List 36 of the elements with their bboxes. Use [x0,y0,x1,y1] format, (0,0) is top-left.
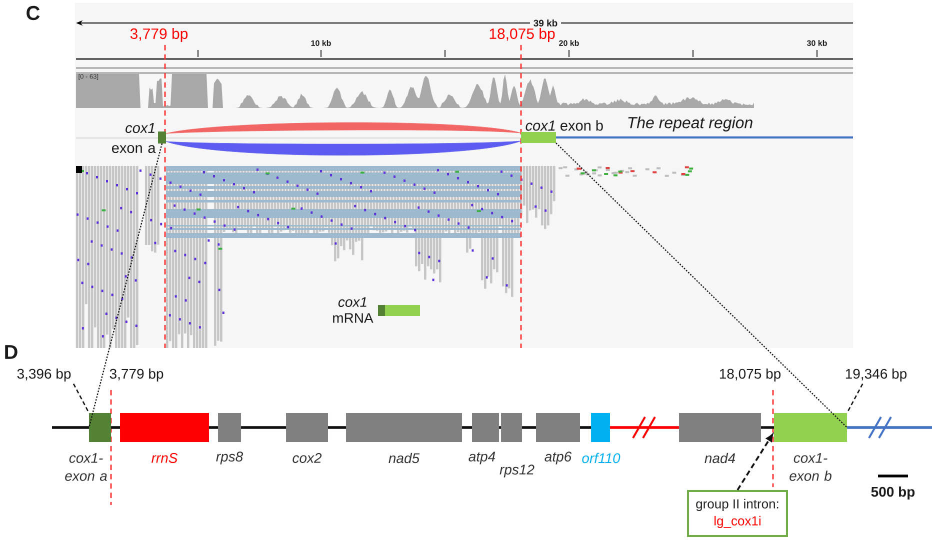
gene-label: rps8 [216,452,244,464]
arrow [736,434,773,490]
tick-label: 30 kb [806,40,827,46]
junction-arc [166,122,522,134]
gene-label: atp4 [468,452,496,464]
scale-bar-label: 500 bp [871,486,915,500]
gene-label: nad5 [388,452,420,464]
intron-callout-box: group II intron: lg_cox1i [687,490,788,537]
position-label: 18,075 bp [490,28,555,42]
position-label: 3,396 bp [17,368,71,382]
dotted-line [88,143,163,428]
scale-label: 39 kb [534,20,558,26]
gene-label: rrnS [152,453,178,463]
gene-label: cox1- exon b [790,453,832,481]
panel-letter: C [26,6,40,20]
tick-label: 10 kb [311,40,331,46]
exon-label: cox1 exon b [526,120,603,131]
gene-label: atp6 [544,452,572,464]
transcript-label: cox1 mRNA [333,297,374,323]
leader-line [72,383,90,414]
leader-line [846,383,864,414]
gene-label: rps12 [500,464,534,478]
gene-label: cox2 [292,453,322,463]
junction-arc [166,140,522,156]
region-label: The repeat region [628,116,752,132]
position-label: 19,346 bp [846,368,907,382]
dotted-line [556,142,848,428]
position-label: 3,779 bp [130,28,188,42]
tick-label: 20 kb [559,40,579,46]
position-label: 18,075 bp [720,368,781,382]
position-label: 3,779 bp [110,368,164,382]
gene-label: nad4 [704,452,736,464]
exon-label: cox1 exon a [112,122,156,154]
panel-letter: D [5,345,18,359]
gene-label: cox1- exon a [65,453,107,481]
gene-label: orf110 [582,452,620,464]
